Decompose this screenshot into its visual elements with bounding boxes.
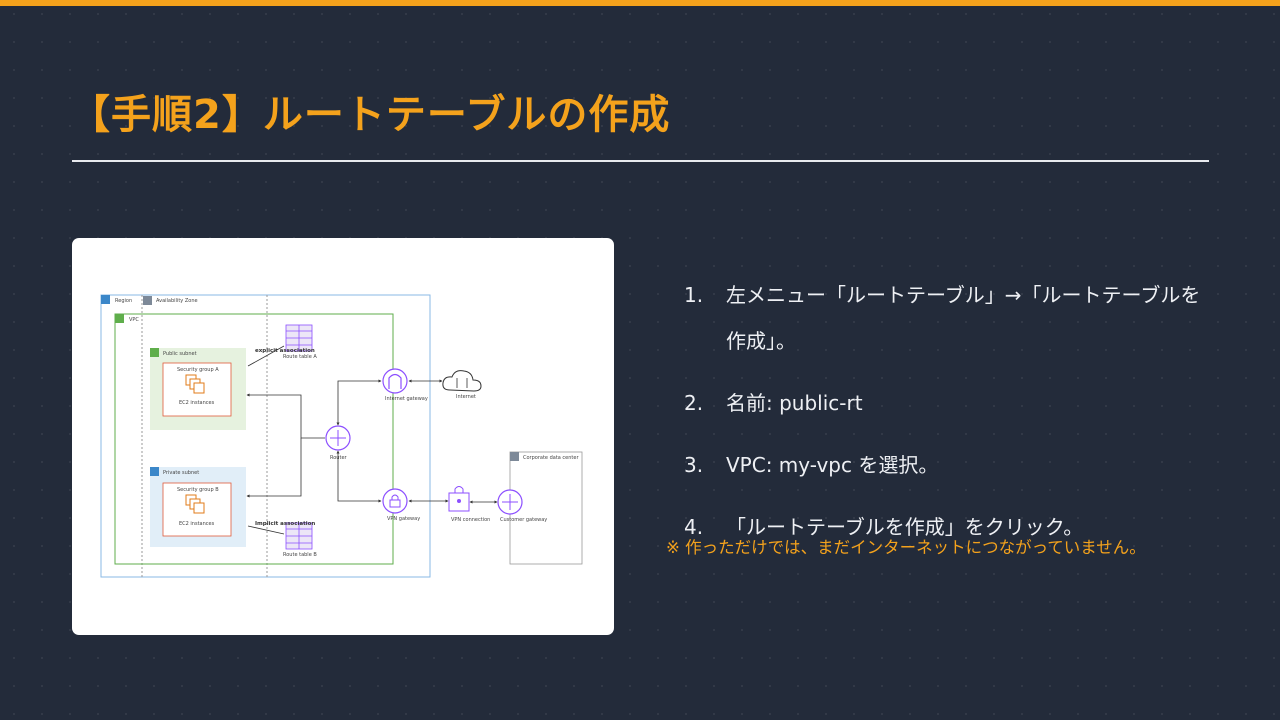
internet-gateway-icon <box>382 368 408 394</box>
vpc-box: VPC <box>114 313 394 565</box>
router-icon <box>325 425 351 451</box>
route-table-a-label: Route table A <box>283 354 317 360</box>
step-number: 2. <box>684 391 704 415</box>
route-table-b-label: Route table B <box>283 552 317 558</box>
ec2-instances-a-icon <box>185 374 205 394</box>
private-subnet-icon <box>150 467 159 476</box>
corporate-data-center-icon <box>510 452 519 461</box>
security-group-b-label: Security group B <box>177 487 219 493</box>
route-table-b-icon <box>285 522 313 550</box>
region-label: Region <box>115 298 132 304</box>
vpc-label: VPC <box>129 317 139 323</box>
step-number: 4. <box>684 515 704 539</box>
step-number: 1. <box>684 283 704 307</box>
ec2-instances-b-label: EC2 instances <box>179 521 215 527</box>
private-subnet-label: Private subnet <box>163 470 199 476</box>
network-diagram: Region Availability Zone VPC Public subn… <box>100 294 583 578</box>
customer-gateway-icon <box>497 489 523 515</box>
vpn-gateway-label: VPN gateway <box>387 516 420 522</box>
step-item: 3. VPC: my-vpc を選択。 <box>684 442 1214 488</box>
ec2-instances-a-label: EC2 instances <box>179 400 215 406</box>
step-text: VPC: my-vpc を選択。 <box>726 453 939 477</box>
region-icon <box>101 295 110 304</box>
step-item: 4. 「ルートテーブルを作成」をクリック。 <box>684 504 1214 550</box>
internet-cloud-icon <box>442 370 482 392</box>
internet-label: Internet <box>456 394 476 400</box>
step-item: 2. 名前: public-rt <box>684 380 1214 426</box>
top-accent-bar <box>0 0 1280 6</box>
private-subnet-box: Private subnet Security group B EC2 inst… <box>150 467 246 547</box>
step-number: 3. <box>684 453 704 477</box>
route-table-a-icon <box>285 324 313 352</box>
network-diagram-card: Region Availability Zone VPC Public subn… <box>72 238 614 635</box>
vpn-connection-icon <box>448 486 470 512</box>
customer-gateway-label: Customer gateway <box>500 517 547 523</box>
internet-gateway-label: Internet gateway <box>385 396 428 402</box>
ec2-instances-b-icon <box>185 494 205 514</box>
public-subnet-icon <box>150 348 159 357</box>
step-item: 1. 左メニュー「ルートテーブル」→「ルートテーブルを作成」。 <box>684 272 1214 364</box>
step-text: 名前: public-rt <box>726 391 863 415</box>
title-divider <box>72 160 1209 162</box>
availability-zone-icon <box>143 296 152 305</box>
public-subnet-label: Public subnet <box>163 351 197 357</box>
security-group-a-label: Security group A <box>177 367 219 373</box>
note-text: ※ 作っただけでは、まだインターネットにつながっていません。 <box>666 538 1146 557</box>
public-subnet-box: Public subnet Security group A EC2 insta… <box>150 348 246 430</box>
slide-title: 【手順2】ルートテーブルの作成 <box>70 92 671 138</box>
step-text: 左メニュー「ルートテーブル」→「ルートテーブルを作成」。 <box>726 283 1201 353</box>
vpn-gateway-icon <box>382 488 408 514</box>
availability-zone-label: Availability Zone <box>156 298 198 304</box>
router-label: Router <box>330 455 348 461</box>
region-box: Region <box>100 294 431 578</box>
step-text: 「ルートテーブルを作成」をクリック。 <box>726 515 1084 539</box>
vpn-connection-label: VPN connection <box>451 517 490 523</box>
vpc-icon <box>115 314 124 323</box>
availability-zone-box: Availability Zone <box>141 295 268 577</box>
steps-list: 1. 左メニュー「ルートテーブル」→「ルートテーブルを作成」。 2. 名前: p… <box>684 272 1214 566</box>
corporate-data-center-label: Corporate data center <box>523 455 579 461</box>
explicit-association-label: explicit association <box>255 348 315 354</box>
implicit-association-label: Implicit association <box>255 521 315 527</box>
